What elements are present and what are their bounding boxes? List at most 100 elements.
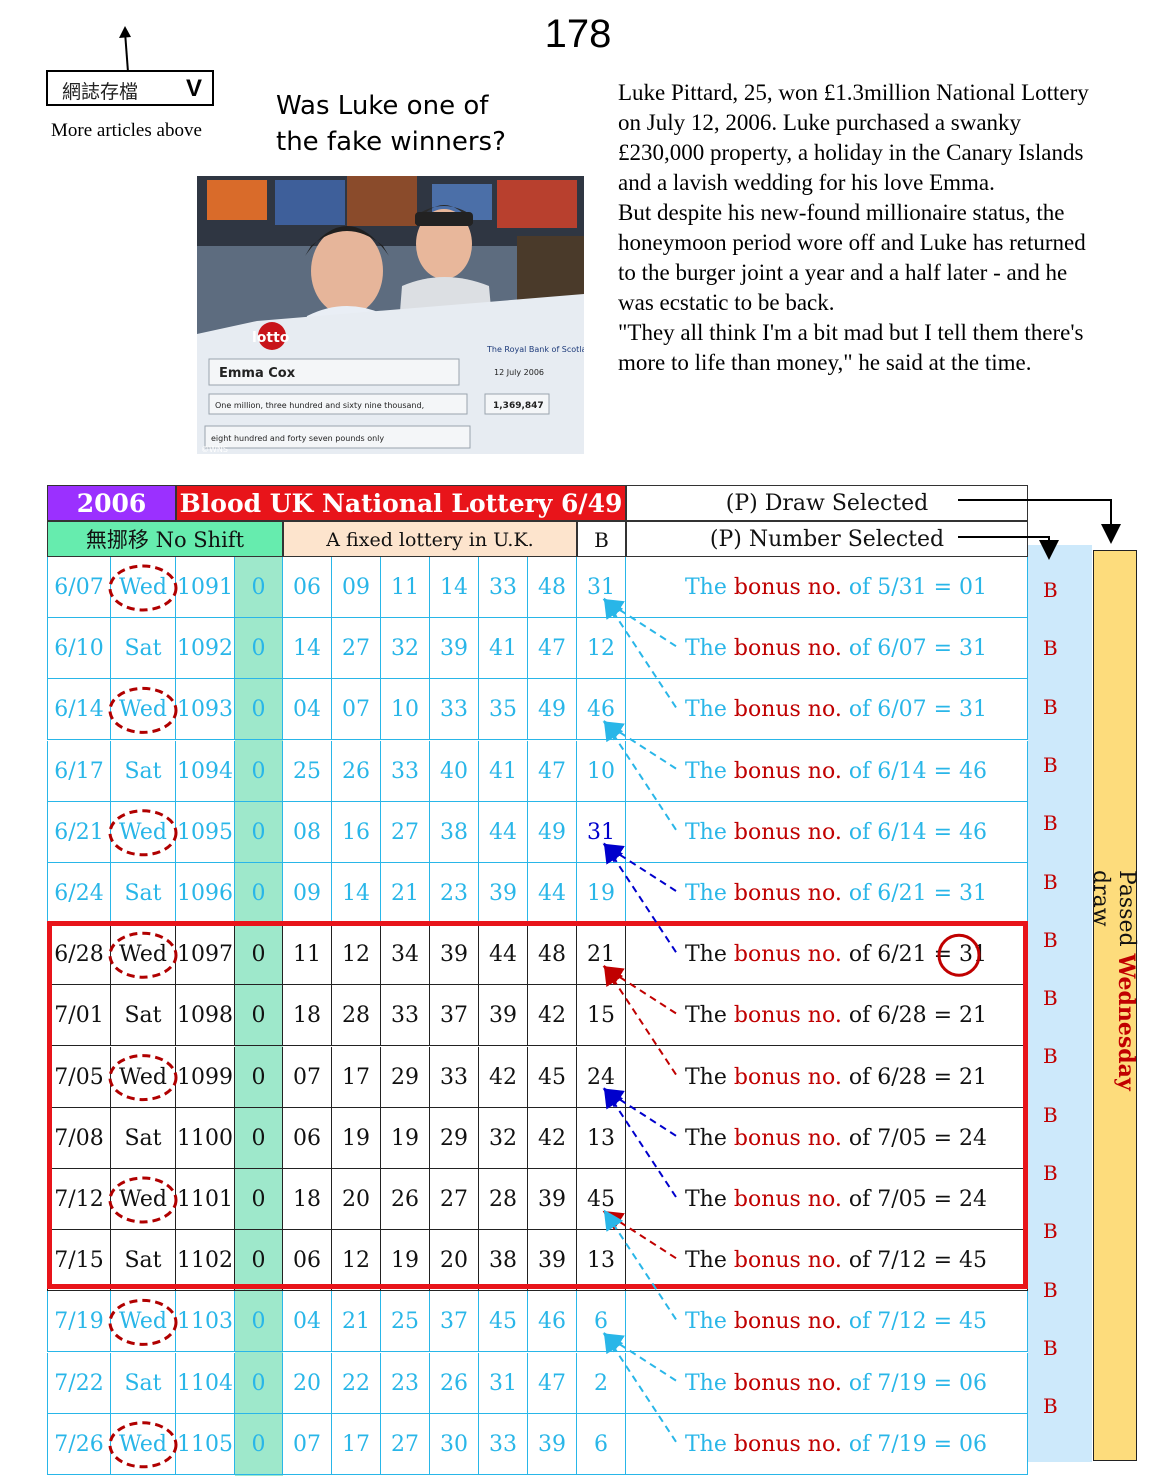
bonus-cell: 13 (577, 1230, 626, 1292)
number-cell: 04 (283, 679, 332, 741)
b-mark: B (1043, 1277, 1058, 1302)
number-cell: 39 (528, 1169, 577, 1230)
b-mark: B (1043, 1394, 1058, 1419)
draw-cell: 1105 (176, 1413, 235, 1475)
blog-archive-dropdown[interactable]: 網誌存檔 V (46, 70, 214, 106)
b-mark: B (1043, 578, 1058, 602)
day-cell: Sat (111, 863, 176, 924)
number-cell: 26 (381, 1169, 430, 1230)
draw-cell: 1094 (176, 740, 235, 802)
number-cell: 12 (332, 1230, 381, 1292)
b-mark: B (1043, 811, 1058, 836)
number-cell: 44 (479, 801, 528, 863)
note-cell (626, 557, 1028, 618)
number-cell: 06 (283, 1230, 332, 1292)
chevron-down-icon: V (185, 75, 202, 102)
shift-cell: 0 (235, 1107, 283, 1169)
wednesday-circle (108, 564, 178, 612)
shift-cell: 0 (235, 801, 283, 863)
number-cell: 38 (479, 1230, 528, 1292)
shift-cell: 0 (235, 679, 283, 741)
wednesday-circle (108, 1054, 178, 1102)
bonus-link-arrow (603, 964, 677, 1076)
bonus-note: The bonus no. of 7/05 = 24 (685, 1187, 988, 1212)
b-mark: B (1043, 636, 1058, 661)
bonus-note: The bonus no. of 7/12 = 45 (685, 1248, 988, 1274)
number-cell: 25 (283, 740, 332, 802)
number-cell: 41 (479, 618, 528, 680)
bonus-cell: 31 (577, 801, 626, 863)
day-cell: Sat (111, 1230, 176, 1292)
number-cell: 33 (381, 985, 430, 1047)
number-cell: 48 (528, 924, 577, 986)
fixed-lottery-label: A fixed lottery in U.K. (283, 521, 577, 557)
number-cell: 32 (479, 1107, 528, 1169)
draw-cell: 1102 (176, 1230, 235, 1292)
number-cell: 11 (283, 924, 332, 986)
day-cell: Wed (111, 1169, 176, 1230)
bonus-note: The bonus no. of 6/21 = 31 (685, 881, 988, 906)
page-number: 178 (544, 12, 612, 56)
number-cell: 39 (430, 618, 479, 680)
number-cell: 34 (381, 924, 430, 986)
number-cell: 25 (381, 1291, 430, 1353)
number-cell: 33 (479, 1413, 528, 1475)
bonus-column-header: B (577, 521, 626, 557)
cheque-amount: 1,369,847 (493, 401, 544, 411)
cheque-bank: The Royal Bank of Scotland plc (486, 345, 584, 354)
number-cell: 20 (430, 1230, 479, 1292)
number-cell: 46 (528, 1291, 577, 1353)
draw-cell: 1098 (176, 985, 235, 1047)
bonus-cell: 46 (577, 679, 626, 741)
number-cell: 07 (283, 1046, 332, 1108)
draw-cell: 1096 (176, 863, 235, 924)
shift-cell: 0 (235, 1230, 283, 1292)
bonus-link-arrow (603, 1087, 677, 1198)
number-cell: 19 (381, 1230, 430, 1292)
article-question: Was Luke one of the fake winners? (276, 91, 506, 157)
number-cell: 33 (479, 557, 528, 618)
number-cell: 06 (283, 557, 332, 618)
number-cell: 29 (430, 1107, 479, 1169)
shift-cell: 0 (235, 924, 283, 986)
cheque-payee: Emma Cox (219, 366, 296, 381)
article-paragraph: "They all think I'm a bit mad but I tell… (618, 320, 1084, 375)
number-cell: 28 (332, 985, 381, 1047)
bonus-note: The bonus no. of 6/28 = 21 (685, 1064, 988, 1090)
b-mark: B (1043, 927, 1058, 952)
day-cell: Sat (111, 1107, 176, 1169)
article-paragraph: Luke Pittard, 25, won £1.3million Nation… (618, 80, 1089, 195)
number-cell: 27 (381, 801, 430, 863)
bonus-note: The bonus no. of 7/19 = 06 (685, 1370, 988, 1396)
day-cell: Sat (111, 1352, 176, 1414)
number-cell: 35 (479, 679, 528, 741)
number-cell: 41 (479, 740, 528, 802)
bonus-note: The bonus no. of 6/07 = 31 (685, 636, 988, 662)
number-cell: 47 (528, 1352, 577, 1414)
bonus-link-arrow (602, 721, 677, 770)
number-cell: 10 (381, 679, 430, 741)
number-cell: 47 (528, 618, 577, 680)
b-column-strip (1028, 545, 1092, 1462)
more-articles-note: More articles above (51, 120, 202, 141)
b-mark: B (1043, 869, 1058, 894)
bonus-link-arrow (602, 843, 677, 892)
shift-cell: 0 (235, 1413, 283, 1475)
winners-photo: lotto The Royal Bank of Scotland plc 12 … (197, 176, 584, 454)
b-mark: B (1043, 694, 1058, 719)
cheque-brand: lotto (252, 330, 290, 346)
bonus-note: The bonus no. of 5/31 = 01 (685, 575, 988, 600)
shift-cell: 0 (235, 618, 283, 680)
number-cell: 11 (381, 557, 430, 618)
draw-cell: 1099 (176, 1046, 235, 1108)
bonus-link-arrow (602, 1210, 677, 1260)
bonus-note: The bonus no. of 6/28 = 21 (685, 1003, 988, 1029)
note-value: 24 (959, 1187, 988, 1212)
cheque-amount-words-1: One million, three hundred and sixty nin… (215, 401, 424, 410)
